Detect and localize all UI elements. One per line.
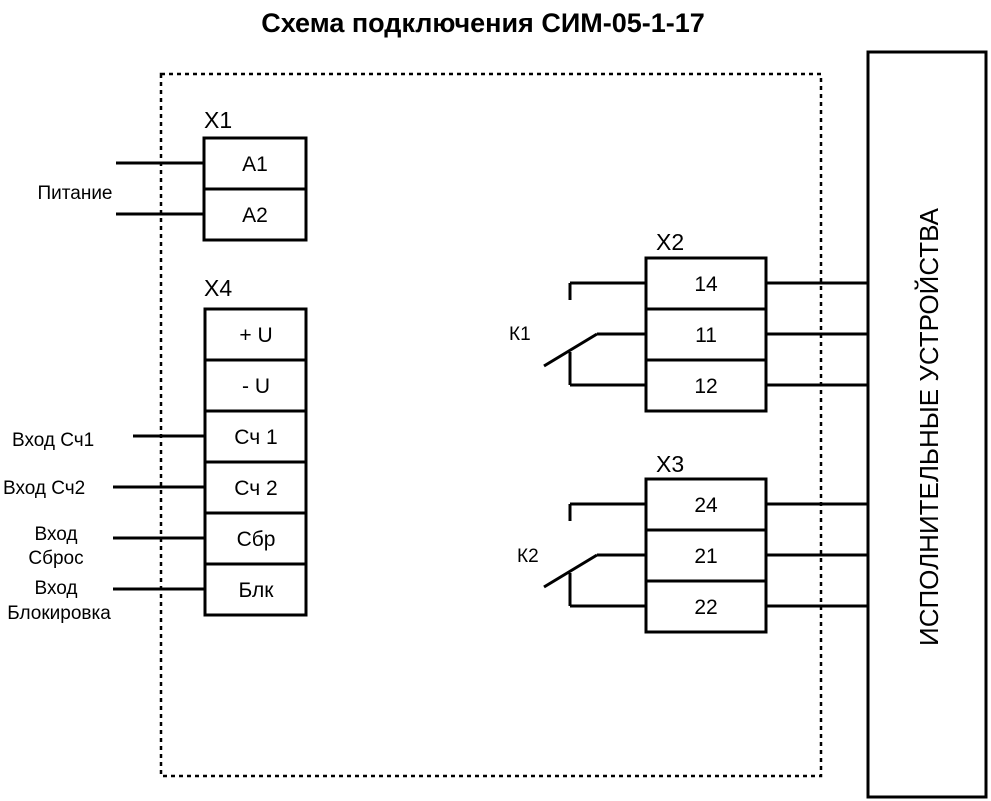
- x2-cell-14-label: 14: [694, 273, 718, 296]
- x2-terminal-block: [644, 256, 768, 413]
- x1-cell-a1-label: A1: [242, 153, 268, 176]
- reset-input-label-line1: Вход: [35, 524, 78, 545]
- block-input-label-line1: Вход: [35, 578, 78, 599]
- x4-cell-cnt1-label: Сч 1: [234, 426, 277, 449]
- x4-cell-block-label: Блк: [239, 579, 275, 602]
- x2-cell-12-label: 12: [694, 375, 717, 398]
- x4-terminal-block: [203, 307, 308, 617]
- x4-cell-plus-u-label: + U: [239, 324, 272, 347]
- x2-cell-11-label: 11: [695, 324, 717, 347]
- reset-input-label-line2: Сброс: [28, 548, 83, 569]
- device-boundary: [159, 72, 823, 778]
- power-label: Питание: [38, 183, 113, 204]
- block-input-label-line2: Блокировка: [7, 603, 111, 624]
- x4-cell-minus-u-label: - U: [242, 375, 270, 398]
- x4-label: X4: [204, 275, 232, 301]
- x4-cell-reset-label: Сбр: [237, 528, 276, 551]
- x4-cell-cnt2: [203, 460, 308, 515]
- actuator-label: ИСПОЛНИТЕЛЬНЫЕ УСТРОЙСТВА: [914, 207, 944, 646]
- cnt2-input-label: Вход Сч2: [3, 478, 85, 499]
- x4-cell-cnt2-label: Сч 2: [234, 477, 277, 500]
- x3-terminal-block: [644, 477, 768, 634]
- relay-k2-contact: [543, 502, 646, 608]
- cnt1-input-label: Вход Сч1: [12, 430, 94, 451]
- x3-cell-21: [644, 528, 768, 583]
- relay-k2-label: К2: [517, 546, 539, 567]
- x2-label: X2: [656, 229, 684, 255]
- x3-actuator-wires: [766, 502, 868, 608]
- x3-cell-22-label: 22: [694, 596, 717, 619]
- x2-actuator-wires: [766, 281, 868, 387]
- relay-k1-label: К1: [509, 324, 531, 345]
- x3-cell-21-label: 21: [694, 545, 717, 568]
- relay-k1-contact: [543, 281, 646, 387]
- actuator-block: [866, 50, 988, 799]
- diagram-title: Схема подключения СИМ-05-1-17: [261, 8, 705, 38]
- x3-cell-24-label: 24: [694, 494, 718, 517]
- x3-cell-22: [644, 579, 768, 634]
- x1-cell-a2-label: A2: [242, 204, 268, 227]
- x1-label: X1: [204, 107, 232, 133]
- x1-terminal-block: [202, 136, 308, 242]
- x3-label: X3: [656, 451, 684, 477]
